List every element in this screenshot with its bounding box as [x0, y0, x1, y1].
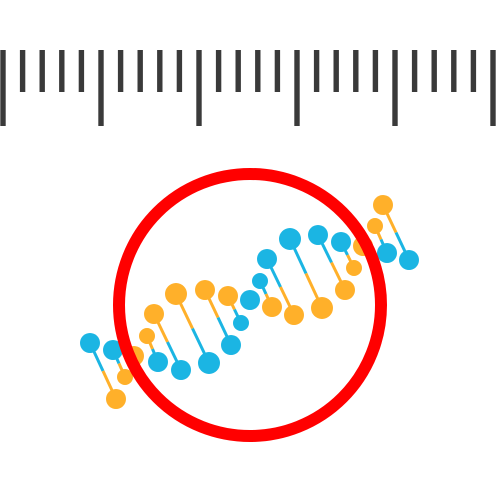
nucleotide-dot — [279, 228, 301, 250]
base-pair — [195, 280, 241, 355]
nucleotide-dot — [284, 305, 304, 325]
base-pair — [165, 283, 220, 374]
nucleotide-dot — [165, 283, 187, 305]
ruler-tick — [451, 50, 457, 92]
base-pair — [331, 232, 362, 276]
base-pair — [144, 304, 191, 380]
ruler-tick — [137, 50, 143, 92]
ruler-tick — [39, 50, 45, 92]
ruler-tick — [294, 50, 300, 126]
nucleotide-dot — [144, 304, 164, 324]
nucleotide-dot — [195, 280, 215, 300]
ruler-tick — [431, 50, 437, 92]
nucleotide-dot — [377, 243, 397, 263]
ruler-tick — [117, 50, 124, 92]
ruler-tick — [215, 50, 222, 92]
base-pair — [103, 340, 133, 385]
base-pair — [373, 195, 419, 270]
ruler-icon — [0, 50, 496, 126]
base-pair — [240, 290, 260, 310]
ruler-tick — [372, 50, 379, 92]
nucleotide-dot — [335, 280, 355, 300]
nucleotide-dot — [373, 195, 393, 215]
nucleotide-dot — [117, 369, 133, 385]
ruler-tick — [157, 50, 163, 92]
nucleotide-dot — [367, 218, 383, 234]
nucleotide-dot — [80, 333, 100, 353]
ruler-tick — [490, 50, 496, 126]
nucleotide-dot — [198, 352, 220, 374]
nucleotide-dot — [346, 260, 362, 276]
nucleotide-dot — [308, 225, 328, 245]
ruler-tick — [176, 50, 183, 92]
nucleotide-dot — [171, 360, 191, 380]
base-pair — [367, 218, 397, 263]
nucleotide-dot — [218, 286, 238, 306]
ruler-tick — [196, 50, 202, 126]
ruler-tick — [313, 50, 320, 92]
ruler-tick — [235, 50, 241, 92]
nucleotide-dot — [106, 389, 126, 409]
ruler-tick — [255, 50, 261, 92]
ruler-tick — [98, 50, 104, 126]
base-pair — [308, 225, 355, 300]
nucleotide-dot — [240, 290, 260, 310]
nucleotide-dot — [103, 340, 123, 360]
nucleotide-dot — [233, 315, 249, 331]
base-pair — [279, 228, 333, 319]
ruler-tick — [353, 50, 359, 92]
circle-outline-icon — [113, 168, 387, 442]
nucleotide-dot — [139, 328, 155, 344]
base-pair — [257, 249, 304, 325]
base-pair — [139, 328, 168, 372]
nucleotide-dot — [252, 273, 268, 289]
nucleotide-dot — [331, 232, 351, 252]
ruler-tick — [411, 50, 418, 92]
ruler-tick — [470, 50, 477, 92]
nucleotide-dot — [148, 352, 168, 372]
ruler-tick — [19, 50, 26, 92]
ruler-tick — [392, 50, 398, 126]
nucleotide-dot — [221, 335, 241, 355]
ruler-tick — [0, 50, 6, 126]
ruler-tick — [78, 50, 85, 92]
nucleotide-dot — [311, 297, 333, 319]
base-pair — [252, 273, 282, 317]
nucleotide-dot — [262, 297, 282, 317]
ruler-tick — [333, 50, 339, 92]
nucleotide-dot — [257, 249, 277, 269]
dna-helix-icon — [80, 195, 419, 409]
nucleotide-dot — [399, 250, 419, 270]
base-pair — [80, 333, 126, 409]
base-pair — [218, 286, 249, 331]
ruler-tick — [274, 50, 281, 92]
ruler-tick — [59, 50, 65, 92]
